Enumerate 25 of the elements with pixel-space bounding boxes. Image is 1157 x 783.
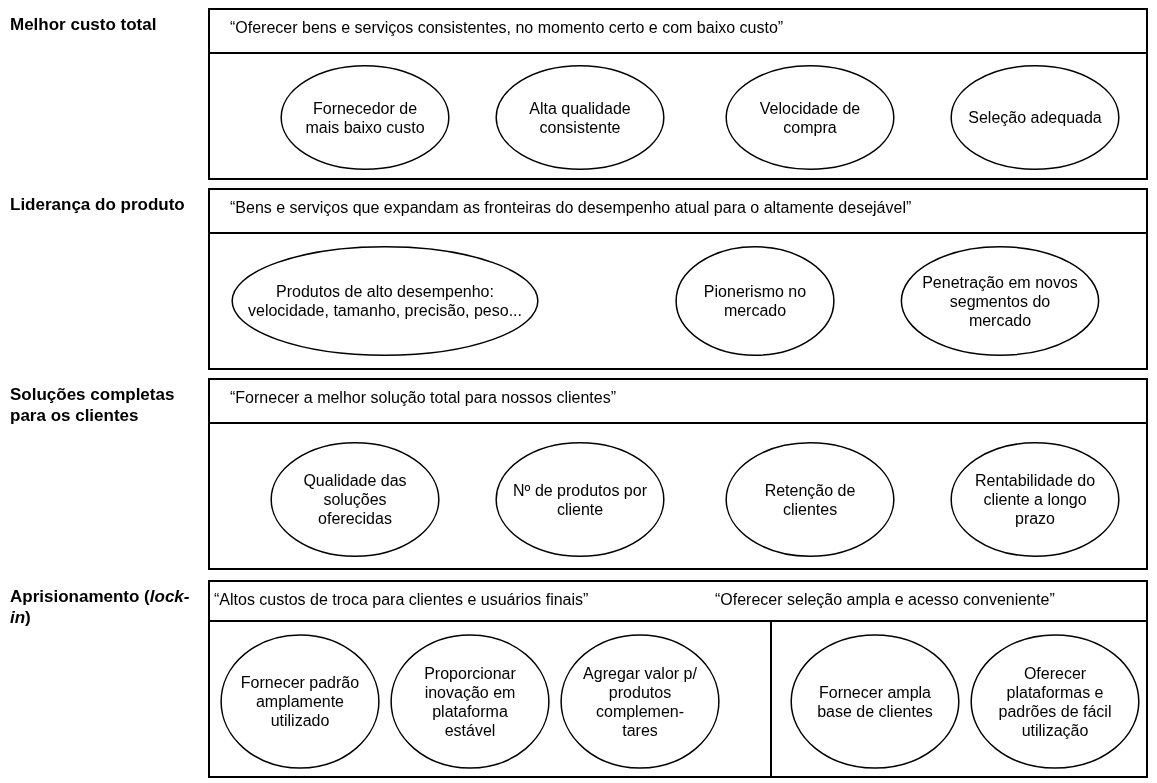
section-heading: Aprisionamento (lock-in): [10, 586, 191, 628]
objective-ellipse: Qualidade das soluções oferecidas: [270, 442, 440, 557]
objective-ellipse: Retenção de clientes: [725, 442, 895, 557]
objective-ellipse: Fornecedor de mais baixo custo: [280, 65, 450, 170]
objective-ellipse: Proporcionar inovação em plataforma estável: [390, 634, 550, 769]
section-heading: Melhor custo total: [10, 14, 158, 35]
objective-ellipse: Agregar valor p/ produtos complemen- tares: [560, 634, 720, 769]
strategy-quote: “Oferecer seleção ampla e acesso conveniente”: [715, 591, 1055, 609]
strategy-quote: “Bens e serviços que expandam as fronteiras do desempenho atual para o altamente desejável”: [230, 199, 912, 217]
section-heading: Soluções completas para os clientes: [10, 384, 176, 426]
objective-ellipse: Nº de produtos por cliente: [495, 442, 665, 557]
objective-ellipse: Rentabilidade do cliente a longo prazo: [950, 442, 1120, 557]
objective-ellipse: Fornecer ampla base de clientes: [790, 634, 960, 769]
objective-ellipse: Pionerismo no mercado: [675, 246, 835, 356]
objective-ellipse: Alta qualidade consistente: [495, 65, 665, 170]
objective-ellipse: Produtos de alto desempenho: velocidade, tamanho, precisão, peso...: [230, 246, 540, 356]
strategy-quote: “Oferecer bens e serviços consistentes, no momento certo e com baixo custo”: [230, 19, 784, 37]
objective-ellipse: Seleção adequada: [950, 65, 1120, 170]
objective-ellipse: Penetração em novos segmentos do mercado: [900, 246, 1100, 356]
objective-ellipse: Fornecer padrão amplamente utilizado: [220, 634, 380, 769]
strategy-quote: “Fornecer a melhor solução total para nossos clientes”: [230, 389, 616, 407]
objective-ellipse: Oferecer plataformas e padrões de fácil utilização: [970, 634, 1140, 769]
section-heading: Liderança do produto: [10, 194, 186, 215]
objective-ellipse: Velocidade de compra: [725, 65, 895, 170]
strategy-quote: “Altos custos de troca para clientes e usuários finais”: [214, 591, 589, 609]
